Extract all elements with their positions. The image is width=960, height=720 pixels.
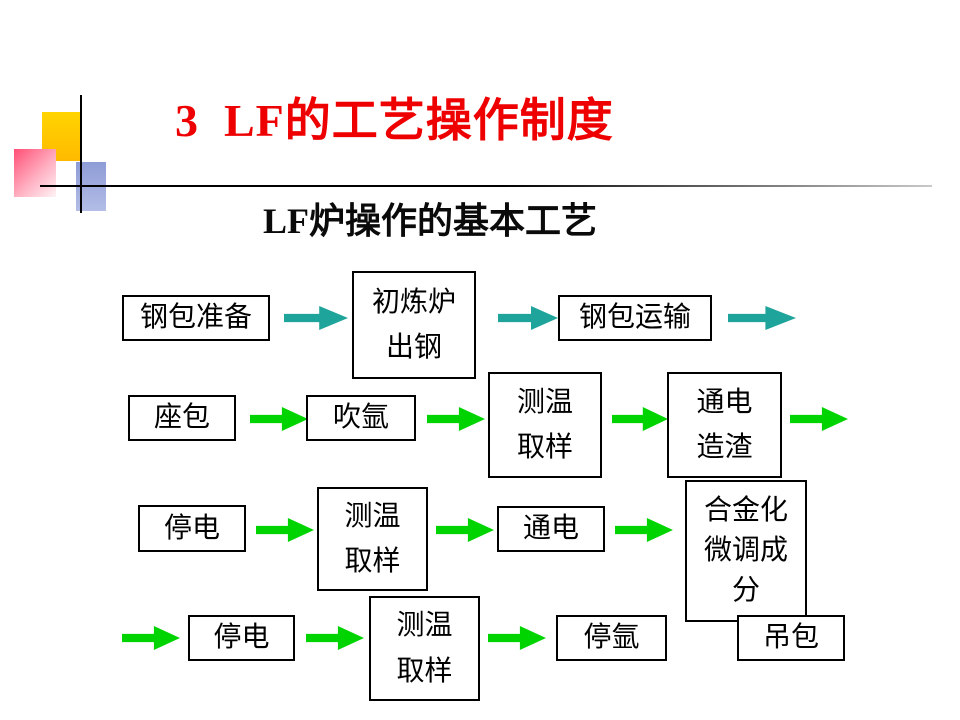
node-temp-sampling-1: 测温 取样 bbox=[488, 372, 602, 478]
node-ladle-lifting: 吊包 bbox=[737, 615, 845, 661]
arrow-right-icon bbox=[498, 306, 558, 330]
page-title: 3 LF的工艺操作制度 bbox=[175, 95, 614, 146]
node-ladle-preparation: 钢包准备 bbox=[122, 295, 270, 341]
node-alloying-trim: 合金化 微调成分 bbox=[685, 480, 807, 622]
node-seat-ladle: 座包 bbox=[128, 395, 236, 441]
node-power-off-2: 停电 bbox=[188, 615, 295, 661]
node-power-on: 通电 bbox=[497, 506, 605, 552]
decoration-pink-square bbox=[14, 149, 56, 197]
node-temp-sampling-2: 测温 取样 bbox=[317, 487, 428, 591]
node-argon-off: 停氩 bbox=[556, 615, 667, 661]
node-primary-furnace-tapping: 初炼炉 出钢 bbox=[352, 271, 476, 379]
arrow-right-icon bbox=[250, 407, 308, 431]
decoration-vertical-line bbox=[80, 95, 82, 213]
arrow-right-icon bbox=[284, 306, 348, 330]
arrow-right-icon bbox=[488, 626, 546, 650]
node-temp-sampling-3: 测温 取样 bbox=[369, 596, 480, 701]
decoration-horizontal-line bbox=[40, 185, 932, 187]
arrow-right-icon bbox=[122, 626, 180, 650]
arrow-right-icon bbox=[615, 518, 673, 542]
slide-subtitle: LF炉操作的基本工艺 bbox=[263, 201, 598, 241]
node-argon-blowing: 吹氩 bbox=[306, 395, 416, 441]
arrow-right-icon bbox=[436, 518, 494, 542]
arrow-right-icon bbox=[790, 407, 848, 431]
arrow-right-icon bbox=[728, 306, 796, 330]
arrow-right-icon bbox=[612, 407, 668, 431]
node-power-off-1: 停电 bbox=[138, 505, 246, 552]
arrow-right-icon bbox=[306, 626, 364, 650]
arrow-right-icon bbox=[427, 407, 485, 431]
arrow-right-icon bbox=[256, 518, 314, 542]
node-ladle-transport: 钢包运输 bbox=[558, 295, 712, 341]
node-power-on-slagging: 通电 造渣 bbox=[667, 372, 782, 478]
